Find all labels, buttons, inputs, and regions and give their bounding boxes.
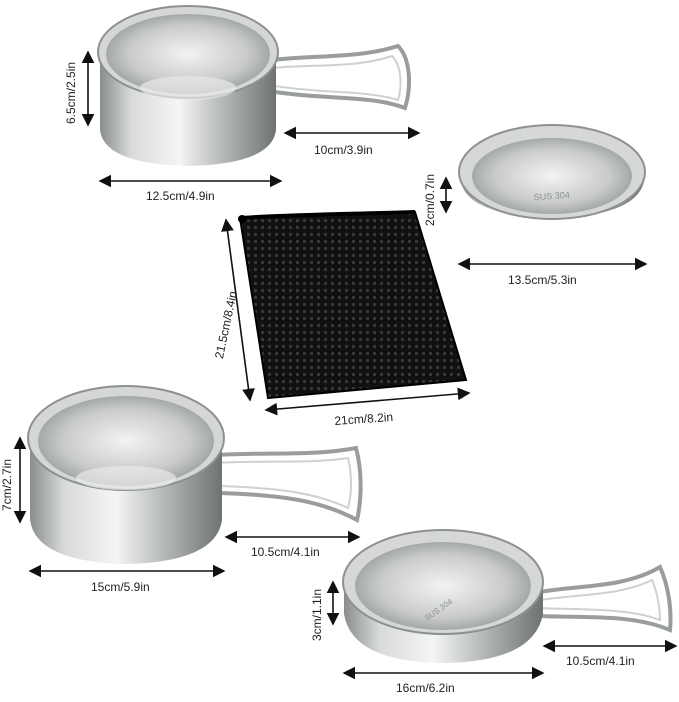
small-pot-handle-label: 10cm/3.9in — [314, 143, 373, 157]
mesh-bag-height-arrow — [221, 218, 255, 402]
mesh-bag-body — [238, 210, 468, 400]
mesh-bag-width-arrow — [264, 387, 471, 416]
pan-height-label: 3cm/1.1in — [310, 588, 324, 641]
large-pot-handle-label: 10.5cm/4.1in — [251, 545, 320, 559]
large-pot-diameter-label: 15cm/5.9in — [91, 580, 150, 594]
small-pot-diameter-label: 12.5cm/4.9in — [146, 189, 215, 203]
pan-diameter-label: 16cm/6.2in — [396, 681, 455, 695]
plate: SUS 304 — [458, 124, 646, 220]
small-pot-height-label: 6.5cm/2.5in — [64, 61, 78, 124]
plate-height-label: 2cm/0.7in — [423, 173, 437, 226]
pan-handle-label: 10.5cm/4.1in — [566, 654, 635, 668]
mesh-bag-drawstring — [239, 210, 416, 220]
dimension-arrows — [13, 50, 678, 680]
plate-stamp: SUS 304 — [533, 190, 570, 202]
large-pot — [27, 385, 363, 564]
plate-diameter-label: 13.5cm/5.3in — [508, 273, 577, 287]
small-pot-handle — [271, 43, 411, 111]
frying-pan-handle — [539, 564, 673, 633]
small-pot — [97, 5, 411, 166]
mesh-bag — [238, 210, 468, 400]
large-pot-handle — [215, 445, 363, 524]
frying-pan: SUS 304 — [342, 529, 673, 663]
large-pot-height-label: 7cm/2.7in — [0, 458, 14, 511]
